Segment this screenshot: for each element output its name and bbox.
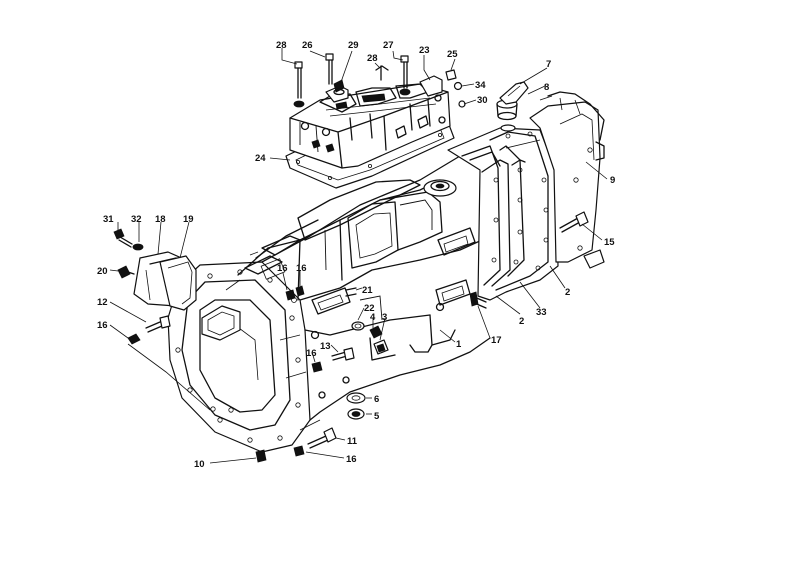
callout-33: 33 (536, 307, 547, 318)
rear-housing-stack (447, 91, 605, 301)
callout-29: 29 (348, 40, 359, 51)
callout-31: 31 (103, 214, 114, 225)
callout-32: 32 (131, 214, 142, 225)
callout-20: 20 (97, 266, 108, 277)
leader-lines (109, 48, 608, 464)
callout-2-left: 2 (519, 316, 524, 327)
callout-22: 22 (364, 303, 375, 314)
callout-16-upper-left: 16 (277, 263, 288, 274)
callout-1: 1 (456, 339, 462, 350)
callout-9: 9 (610, 175, 615, 186)
callout-21: 21 (362, 285, 373, 296)
callout-34: 34 (475, 80, 486, 91)
callout-28-upper-right: 28 (367, 53, 378, 64)
side-cover-parts (113, 228, 197, 311)
callout-12: 12 (97, 297, 108, 308)
callout-30: 30 (477, 95, 488, 106)
callout-5: 5 (374, 411, 380, 422)
callout-7: 7 (546, 59, 551, 70)
callout-10: 10 (194, 459, 205, 470)
callout-25: 25 (447, 49, 458, 60)
callout-16-upper-right: 16 (296, 263, 307, 274)
top-cover-assembly (285, 75, 455, 189)
callout-26: 26 (302, 40, 313, 51)
callout-3: 3 (382, 312, 387, 323)
callout-2-right: 2 (565, 287, 570, 298)
callout-18: 18 (155, 214, 166, 225)
callout-11: 11 (347, 436, 358, 447)
callout-28: 28 (276, 40, 287, 51)
callout-4: 4 (370, 312, 376, 323)
filler-cap-part (496, 81, 529, 132)
callout-labels: 28 26 29 27 23 25 28 34 30 7 8 9 24 31 3… (97, 40, 615, 470)
callout-16-left: 16 (97, 320, 108, 331)
fasteners-lower (127, 211, 589, 463)
top-cover-bolts (293, 53, 466, 108)
callout-15: 15 (604, 237, 615, 248)
callout-23: 23 (419, 45, 430, 56)
callout-17: 17 (491, 335, 502, 346)
callout-8: 8 (544, 82, 549, 93)
callout-16-bottom: 16 (346, 454, 357, 465)
callout-27: 27 (383, 40, 394, 51)
callout-16-middle: 16 (306, 348, 317, 359)
callout-6: 6 (374, 394, 379, 405)
callout-13: 13 (320, 341, 331, 352)
callout-24: 24 (255, 153, 266, 164)
callout-19: 19 (183, 214, 194, 225)
